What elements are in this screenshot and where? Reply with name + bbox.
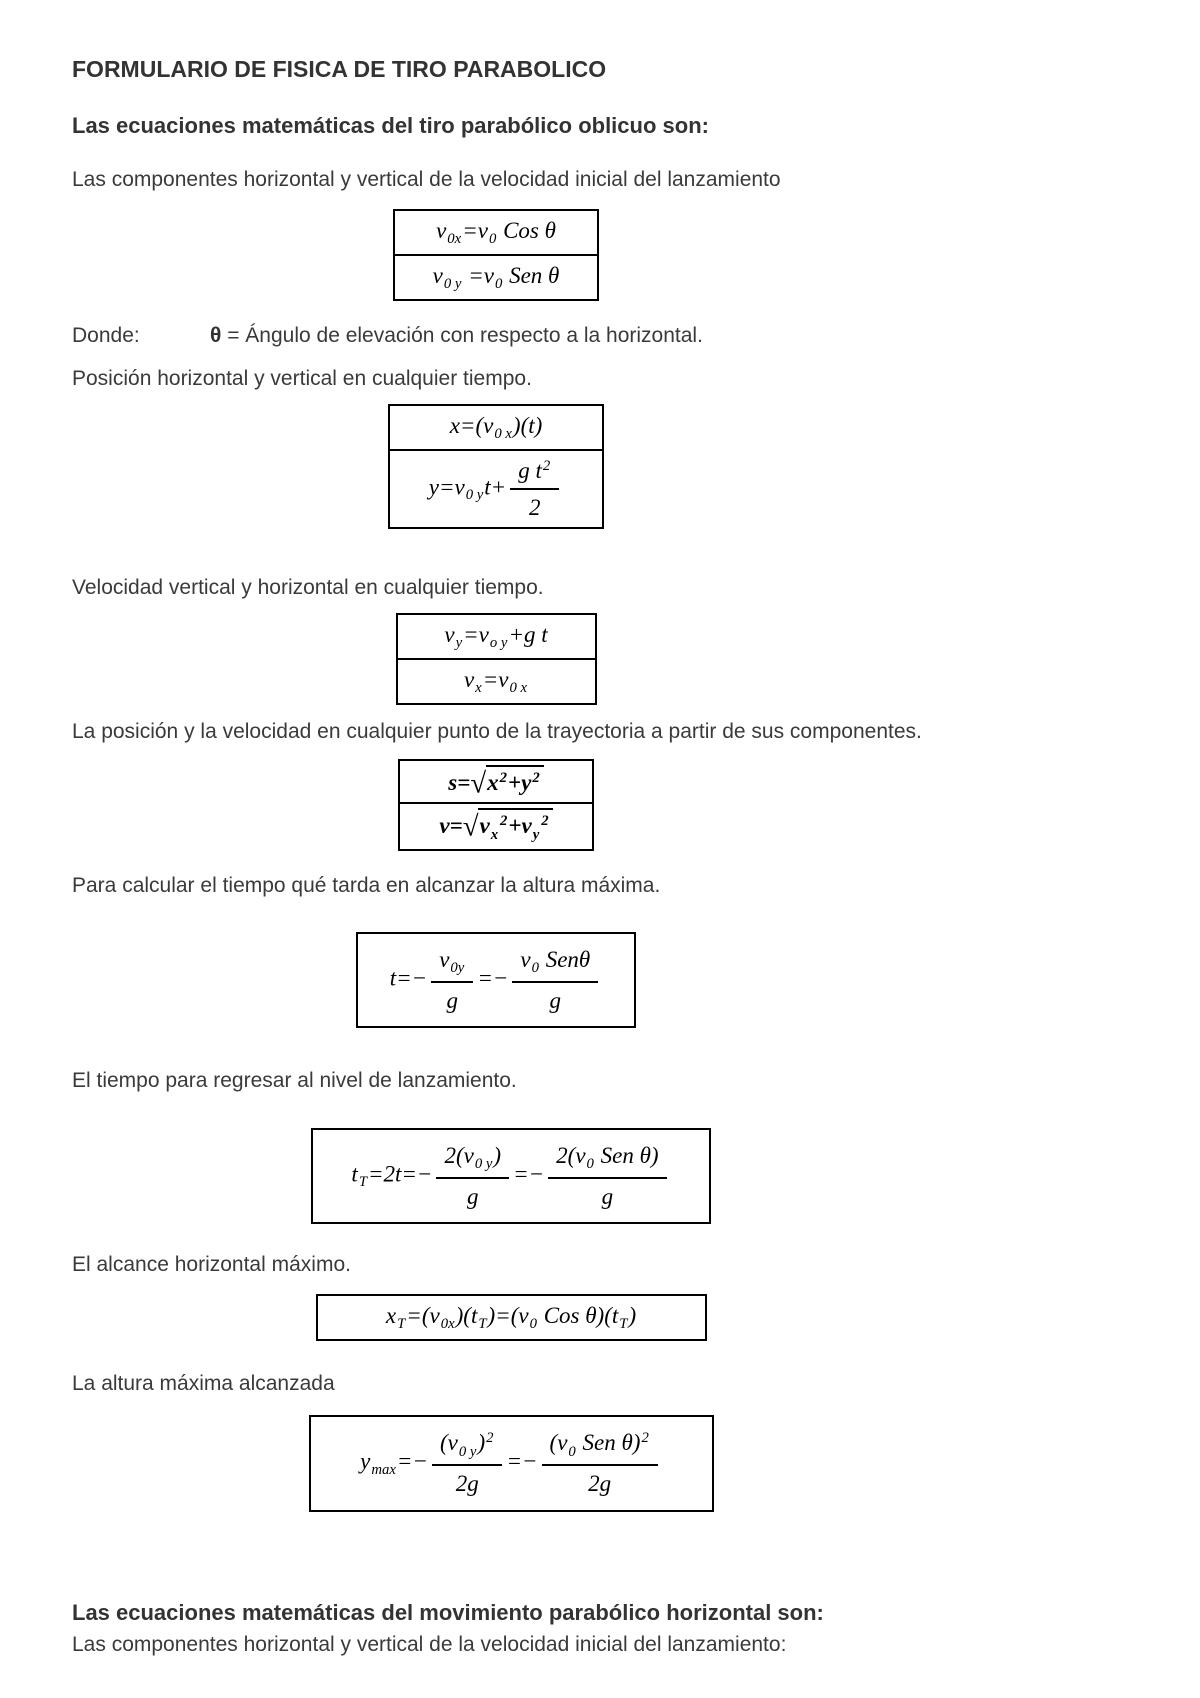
para-altura-maxima: La altura máxima alcanzada <box>72 1372 335 1396</box>
square-root: √x2+y2 <box>470 765 544 798</box>
donde-label: Donde: <box>72 324 140 348</box>
formula-box-alcance: xT=(v0x)(tT)=(v0 Cos θ)(tT) <box>72 1294 1130 1342</box>
theta-symbol: θ <box>210 324 222 348</box>
para-tiempo-regreso: El tiempo para regresar al nivel de lanz… <box>72 1068 517 1092</box>
formula-row: s=√x2+y2 <box>398 759 594 805</box>
formula-box-tiempo-regreso: tT=2t=−2(v0 y)g=−2(v0 Sen θ)g <box>72 1127 1130 1224</box>
square-root: √vx2+vy2 <box>463 808 553 845</box>
formula-row: v0 y =v0 Sen θ <box>393 254 599 302</box>
formula-row: vx=v0 x <box>395 658 597 706</box>
section-heading-horizontal: Las ecuaciones matemáticas del movimient… <box>72 1599 824 1625</box>
donde-line: Donde: θ = Ángulo de elevación con respec… <box>72 323 1130 349</box>
section-heading-oblicuo: Las ecuaciones matemáticas del tiro para… <box>72 113 709 138</box>
formula-row: xT=(v0x)(tT)=(v0 Cos θ)(tT) <box>315 1294 707 1342</box>
para-tiempo-altura: Para calcular el tiempo qué tarda en alc… <box>72 874 661 898</box>
formula-row: tT=2t=−2(v0 y)g=−2(v0 Sen θ)g <box>311 1127 711 1224</box>
para-posicion: Posición horizontal y vertical en cualqu… <box>72 366 532 390</box>
para-alcance: El alcance horizontal máximo. <box>72 1252 351 1276</box>
formula-row: v0x=v0 Cos θ <box>393 209 599 257</box>
formula-row: x=(v0 x)(t) <box>388 403 604 451</box>
formula-group: tT=2t=−2(v0 y)g=−2(v0 Sen θ)g <box>311 1127 711 1224</box>
para-velocidad: Velocidad vertical y horizontal en cualq… <box>72 575 544 599</box>
para-componentes-2: Las componentes horizontal y vertical de… <box>72 1632 787 1656</box>
formula-row: vy=vo y+g t <box>395 613 597 661</box>
page-title: FORMULARIO DE FISICA DE TIRO PARABOLICO <box>72 56 607 82</box>
para-componentes: Las componentes horizontal y vertical de… <box>72 168 781 191</box>
formula-row: v=√vx2+vy2 <box>398 802 594 852</box>
para-trayectoria: La posición y la velocidad en cualquier … <box>72 720 922 744</box>
fraction: 2(v0 Sen θ)g <box>548 1140 667 1212</box>
donde-rest: = Ángulo de elevación con respecto a la … <box>221 324 703 348</box>
formula-group: xT=(v0x)(tT)=(v0 Cos θ)(tT) <box>315 1294 707 1342</box>
fraction: 2(v0 y)g <box>436 1140 510 1212</box>
